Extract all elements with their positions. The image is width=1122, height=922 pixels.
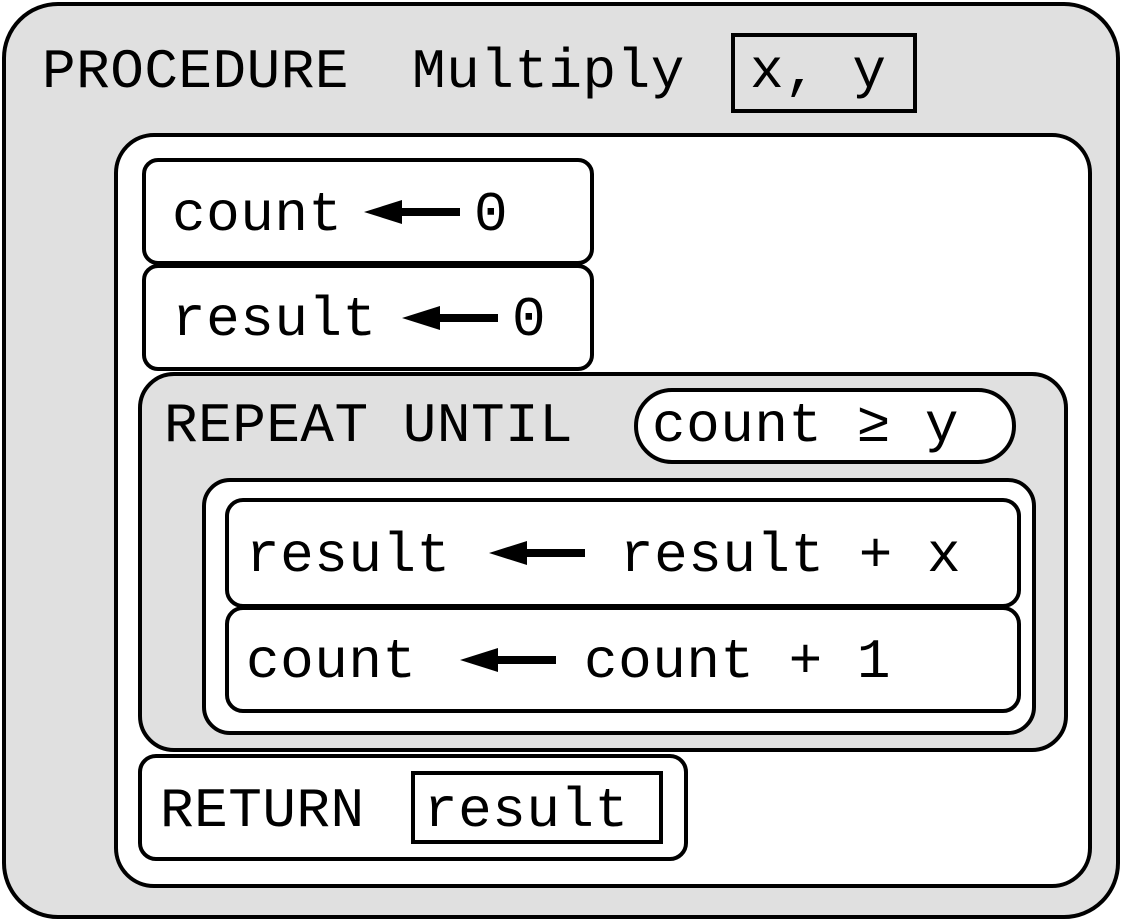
return-value: result — [424, 779, 629, 843]
assign-result-init-var: result — [172, 288, 377, 352]
repeat-until-keyword: REPEAT UNTIL — [164, 394, 574, 458]
assign-result-init-value: 0 — [512, 288, 547, 352]
assign-result-init — [142, 264, 594, 371]
procedure-keyword: PROCEDURE — [42, 40, 349, 104]
assign-count-loop-expr: count + 1 — [584, 630, 891, 694]
assign-count-init-value: 0 — [474, 183, 509, 247]
left-arrow-icon — [489, 541, 585, 565]
repeat-condition-box — [634, 388, 1016, 464]
return-value-box — [411, 771, 663, 844]
assign-count-init-var: count — [172, 183, 343, 247]
procedure-name: Multiply — [412, 40, 685, 104]
parameter-list: x, y — [750, 40, 887, 104]
assign-count-loop — [225, 606, 1021, 713]
assign-result-loop-expr: result + x — [620, 524, 962, 588]
repeat-condition: count ≥ y — [652, 394, 959, 458]
left-arrow-icon — [364, 200, 460, 224]
return-keyword: RETURN — [160, 779, 365, 843]
left-arrow-icon — [402, 306, 498, 330]
assign-result-loop-var: result — [246, 524, 451, 588]
assign-count-loop-var: count — [246, 630, 417, 694]
left-arrow-icon — [460, 648, 556, 672]
parameter-box — [731, 33, 917, 113]
